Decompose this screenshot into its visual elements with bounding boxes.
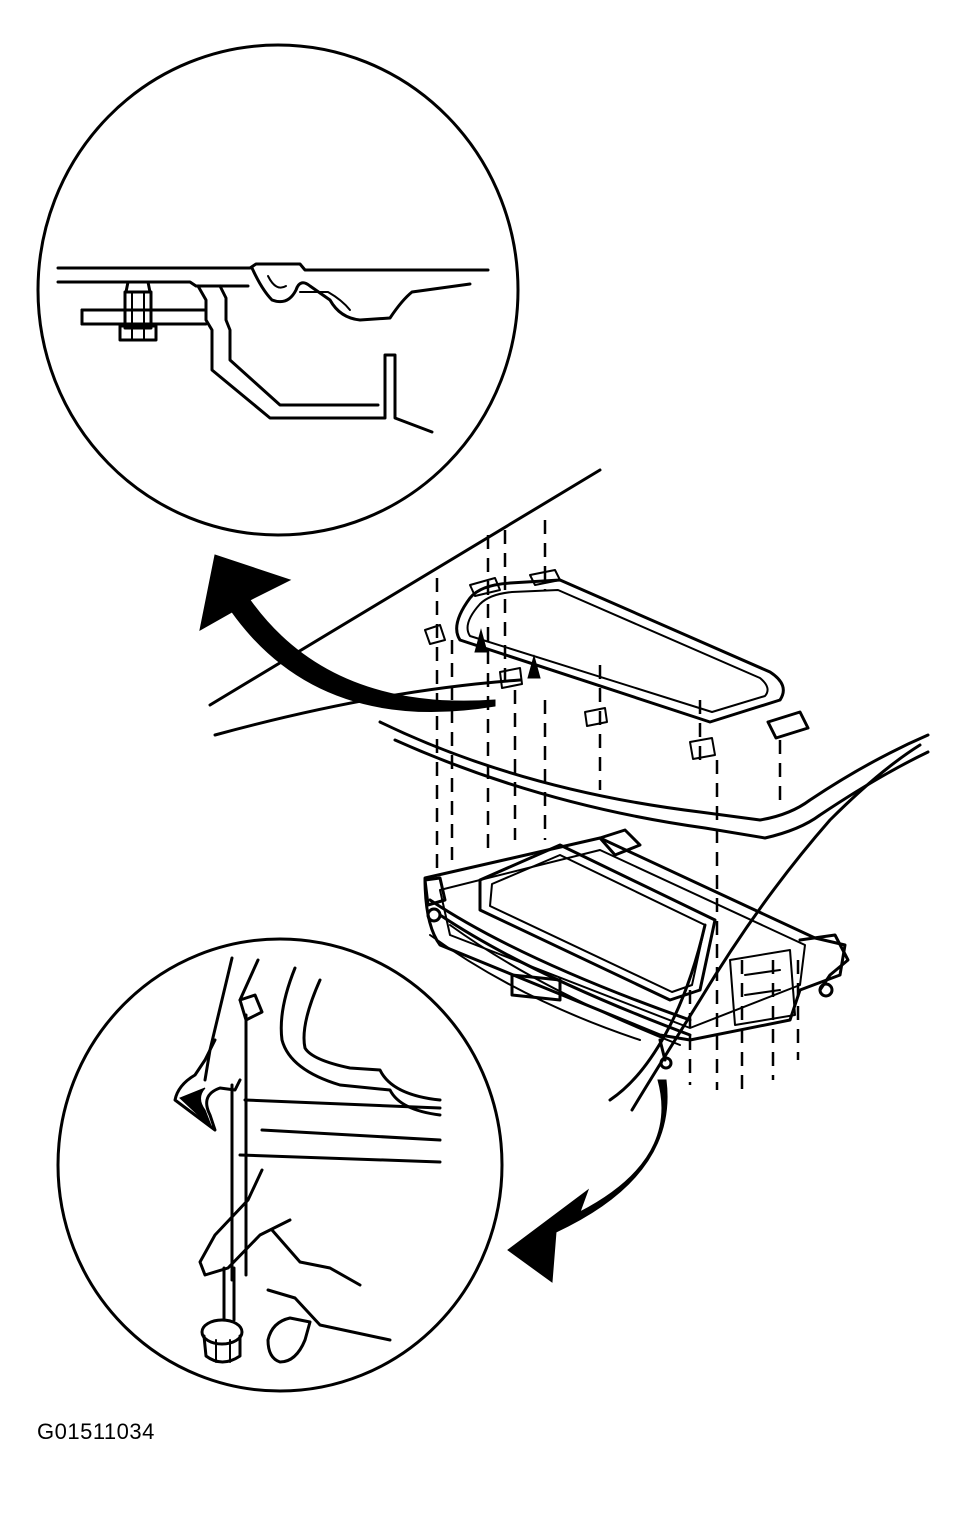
mounting-bolt-detail [173, 956, 442, 1364]
roof-section-detail [56, 262, 490, 434]
drain-hose [608, 743, 922, 1112]
roof-opening [424, 569, 810, 760]
figure-id-label: G01511034 [37, 1419, 155, 1444]
hex-bolt-icon [200, 1266, 244, 1364]
upper-detail-circle [36, 43, 520, 537]
sunroof-module-assembly [423, 828, 850, 1070]
bolt-icon [118, 280, 158, 342]
vehicle-roof-outline [208, 468, 930, 840]
callout-arrow-lower [507, 1079, 668, 1283]
lower-detail-circle [56, 937, 504, 1393]
alignment-lines [435, 520, 800, 1090]
callout-arrow-upper [199, 554, 496, 712]
